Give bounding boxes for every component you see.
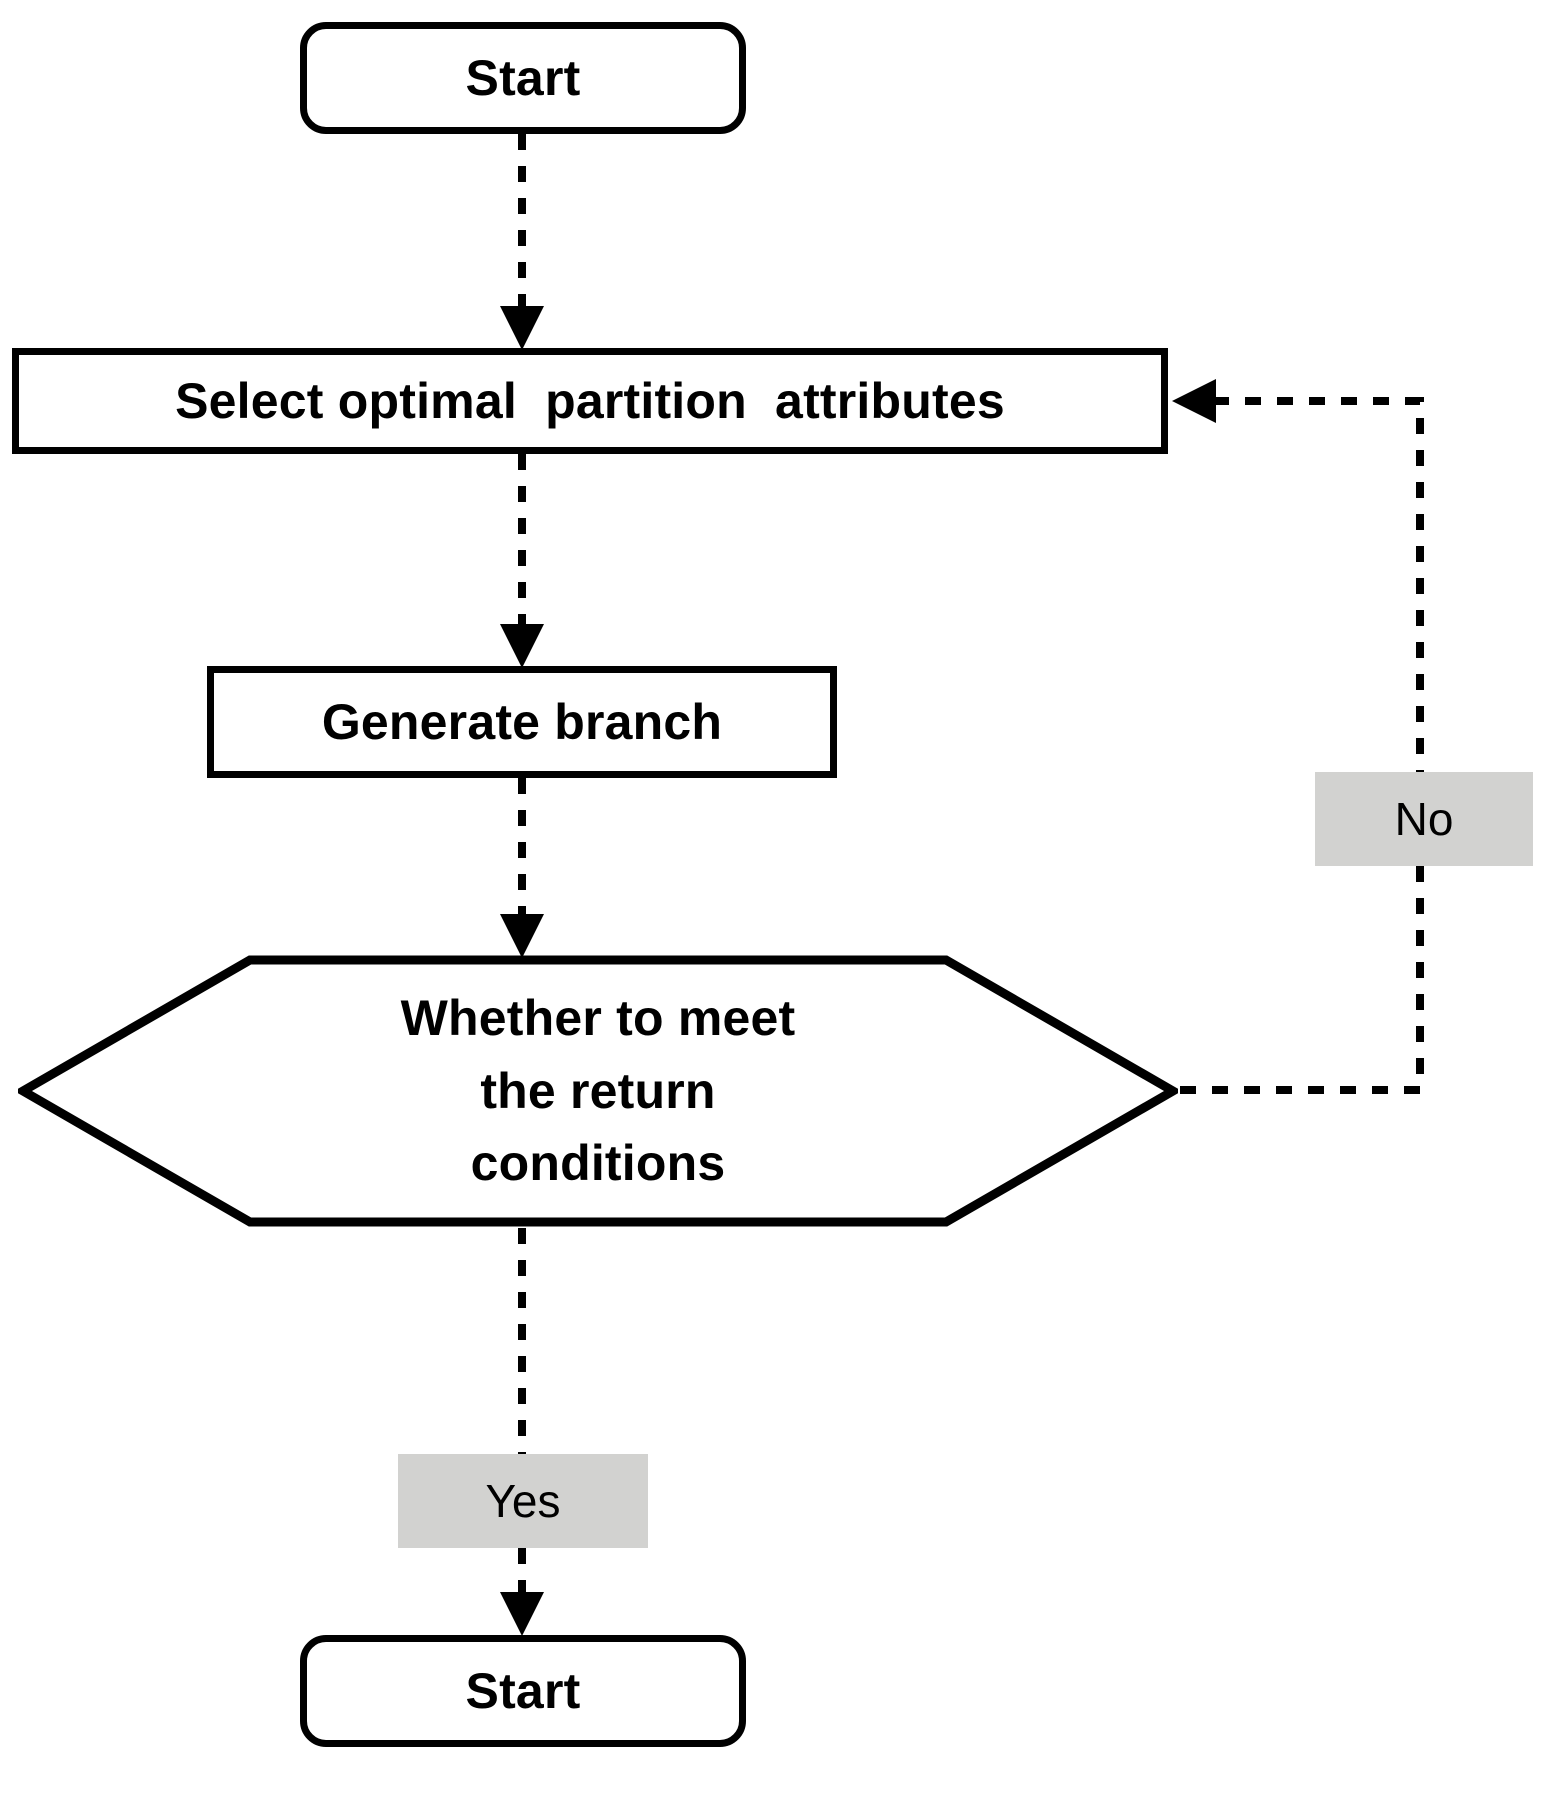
node-start-top[interactable]: Start xyxy=(300,22,746,134)
node-generate-label: Generate branch xyxy=(321,693,723,750)
node-generate-branch[interactable]: Generate branch xyxy=(207,666,837,778)
node-start-bottom-label: Start xyxy=(465,1662,581,1719)
edge-label-yes: Yes xyxy=(398,1454,648,1548)
edge-label-no-text: No xyxy=(1394,793,1454,845)
node-decision-label-line2: the return xyxy=(480,1062,716,1119)
edge-label-yes-text: Yes xyxy=(485,1475,561,1527)
edge-start-to-select xyxy=(500,134,544,350)
node-decision-label: Whether to meet the return conditions xyxy=(401,982,796,1200)
edge-label-no: No xyxy=(1315,772,1533,866)
node-start-top-label: Start xyxy=(465,49,581,106)
node-decision-label-line1: Whether to meet xyxy=(400,990,796,1047)
node-decision-label-line3: conditions xyxy=(470,1135,726,1192)
node-decision-return-conditions[interactable]: Whether to meet the return conditions xyxy=(18,955,1178,1227)
edge-generate-to-decision xyxy=(500,778,544,958)
node-select-optimal-partition-attributes[interactable]: Select optimal partition attributes xyxy=(12,348,1168,454)
hexagon-shape xyxy=(18,955,1178,1227)
node-select-label: Select optimal partition attributes xyxy=(175,372,1005,429)
edge-select-to-generate xyxy=(500,454,544,668)
node-start-bottom[interactable]: Start xyxy=(300,1635,746,1747)
edge-decision-to-start-bottom xyxy=(500,1228,544,1636)
